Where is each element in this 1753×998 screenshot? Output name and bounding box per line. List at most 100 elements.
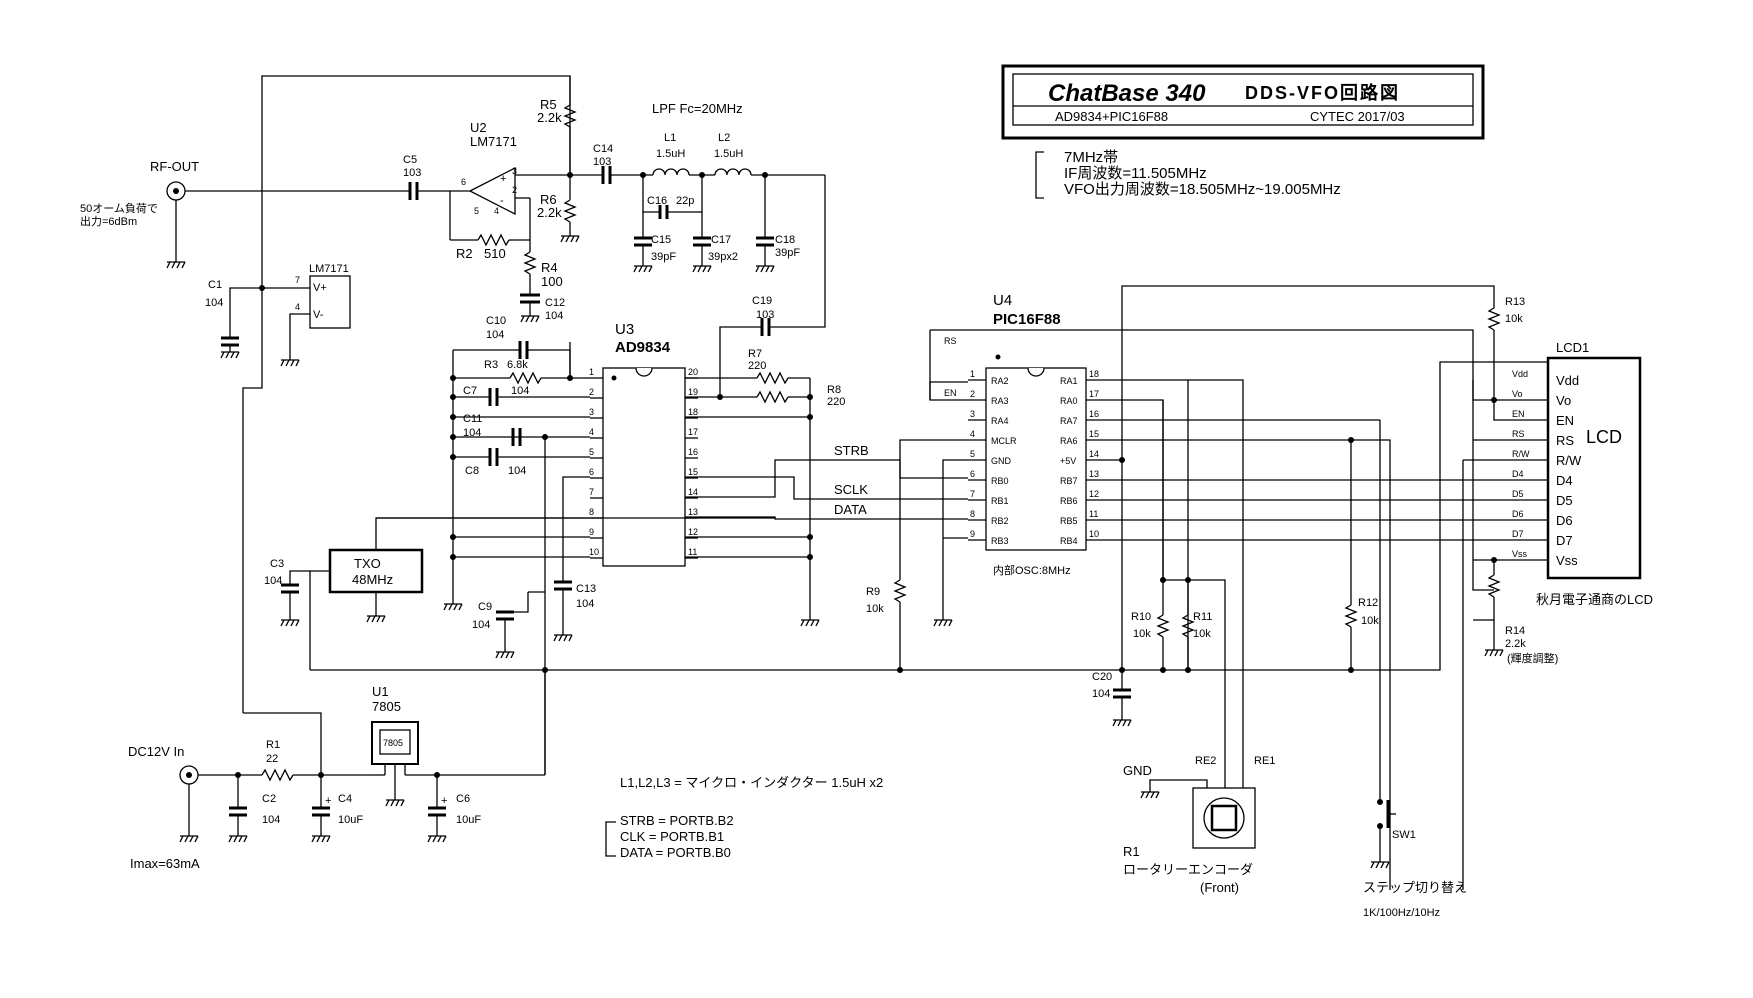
u2b-pin7: 7 [295, 275, 300, 285]
u2b-pin4: 4 [295, 302, 300, 312]
frequency-notes: 7MHz帯 IF周波数=11.505MHz VFO出力周波数=18.505MHz… [1035, 149, 1341, 199]
u3-pin-number: 11 [688, 547, 697, 557]
resistor-r13: R13 10k [1487, 296, 1525, 331]
c12-value: 104 [545, 310, 563, 322]
u4-pin-number: 14 [1089, 449, 1099, 459]
dc-input-connector: DC12V In Imax=63mA [128, 744, 200, 871]
u3-pin-number: 1 [589, 367, 594, 377]
clk-mapping: CLK = PORTB.B1 [620, 829, 724, 844]
capacitor-c5: C5 103 [403, 154, 421, 200]
u4-pin-number: 2 [970, 389, 975, 399]
u2b-vplus: V+ [313, 282, 327, 294]
u4-pin-label: RB2 [991, 516, 1009, 526]
u4-pin-label: RB0 [991, 476, 1009, 486]
c4-value: 10uF [338, 814, 363, 826]
u4-pin-number: 5 [970, 449, 975, 459]
lcd-wire-label: Vss [1512, 549, 1528, 559]
u4-pin-number: 15 [1089, 429, 1099, 439]
u3-pin-number: 4 [589, 427, 594, 437]
lcd-ref: LCD1 [1556, 340, 1589, 355]
u4-ref: U4 [993, 292, 1012, 309]
resistor-r12: R12 10k [1344, 597, 1379, 628]
inductor-l1: L1 1.5uH [652, 132, 690, 176]
u4-part: PIC16F88 [993, 311, 1061, 328]
pin-mapping-notes: STRB = PORTB.B2 CLK = PORTB.B1 DATA = PO… [605, 813, 734, 860]
dc-in-label: DC12V In [128, 744, 184, 759]
lcd-pin-label: Vo [1556, 393, 1571, 408]
lcd-source: 秋月電子通商のLCD [1536, 592, 1653, 607]
resistor-r8: R8 220 [756, 384, 845, 408]
c11-value: 104 [463, 427, 481, 439]
resistor-r6: R6 2.2k [537, 192, 577, 223]
capacitor-c2: C2 104 [229, 793, 280, 826]
c1-ref: C1 [208, 279, 222, 291]
r8-value: 220 [827, 396, 845, 408]
u4-pin-label: +5V [1060, 456, 1076, 466]
opamp-u2: U2 LM7171 6 3 2 5 4 + - [461, 120, 570, 240]
c17-value: 39px2 [708, 251, 738, 263]
u3-pin-number: 8 [589, 507, 594, 517]
lcd-wire-label: D4 [1512, 469, 1524, 479]
title-subtitle: DDS-VFO回路図 [1245, 82, 1400, 103]
c20-ref: C20 [1092, 671, 1112, 683]
u3-ref: U3 [615, 321, 634, 338]
c2-ref: C2 [262, 793, 276, 805]
u4-pin-label: RA0 [1060, 396, 1078, 406]
regulator-u1: 7805 U1 7805 [371, 684, 419, 800]
c5-value: 103 [403, 167, 421, 179]
c4-plus: + [325, 795, 331, 807]
c1-value: 104 [205, 297, 223, 309]
lcd-pin-label: D4 [1556, 473, 1573, 488]
c9-ref: C9 [478, 601, 492, 613]
u2-plus: + [500, 173, 506, 185]
lcd-wire-label: EN [1512, 409, 1525, 419]
capacitor-c7: C7 104 [463, 385, 529, 406]
u3-pin-number: 13 [688, 507, 698, 517]
c6-ref: C6 [456, 793, 470, 805]
u2-pin6: 6 [461, 177, 466, 187]
encoder-name: ロータリーエンコーダ [1123, 862, 1253, 877]
l2-ref: L2 [718, 132, 730, 144]
r14-ref: R14 [1505, 625, 1525, 637]
title-brand: ChatBase 340 [1048, 80, 1206, 107]
strb-mapping: STRB = PORTB.B2 [620, 813, 734, 828]
lcd-pin-label: D5 [1556, 493, 1573, 508]
txo-frequency: 48MHz [352, 572, 393, 587]
r1-value: 22 [266, 753, 278, 765]
lpf-note: LPF Fc=20MHz [652, 101, 743, 116]
c7-ref: C7 [463, 385, 477, 397]
u4-pin-number: 13 [1089, 469, 1099, 479]
encoder-front: (Front) [1200, 880, 1239, 895]
r9-ref: R9 [866, 586, 880, 598]
u4-pin-number: 16 [1089, 409, 1099, 419]
lcd-wire-label: Vdd [1512, 369, 1528, 379]
capacitor-c6: + C6 10uF [428, 793, 481, 826]
c14-ref: C14 [593, 143, 613, 155]
l2-value: 1.5uH [714, 148, 743, 160]
c8-ref: C8 [465, 465, 479, 477]
capacitor-c15: C15 39pF [634, 234, 676, 263]
rf-output-connector: RF-OUT 50オーム負荷で 出力=6dBm [80, 159, 199, 269]
u4-pin-number: 1 [970, 369, 975, 379]
u2-pin3: 3 [512, 166, 517, 176]
rf-out-label: RF-OUT [150, 159, 199, 174]
c6-value: 10uF [456, 814, 481, 826]
c12-ref: C12 [545, 297, 565, 309]
resistor-r3: R3 6.8k [484, 359, 542, 385]
u4-ext-rs: RS [944, 336, 957, 346]
r10-ref: R10 [1131, 611, 1151, 623]
u3-pin-number: 20 [688, 367, 698, 377]
u1-part: 7805 [372, 699, 401, 714]
c14-value: 103 [593, 156, 611, 168]
c18-ref: C18 [775, 234, 795, 246]
u4-pin-number: 12 [1089, 489, 1099, 499]
lcd-pin-label: RS [1556, 433, 1574, 448]
r5-ref: R5 [540, 97, 557, 112]
r7-ref: R7 [748, 348, 762, 360]
r11-ref: R11 [1193, 611, 1212, 623]
oscillator-txo: TXO 48MHz [328, 548, 424, 594]
c19-value: 103 [756, 309, 774, 321]
u3-pin-number: 12 [688, 527, 698, 537]
c8-value: 104 [508, 465, 526, 477]
